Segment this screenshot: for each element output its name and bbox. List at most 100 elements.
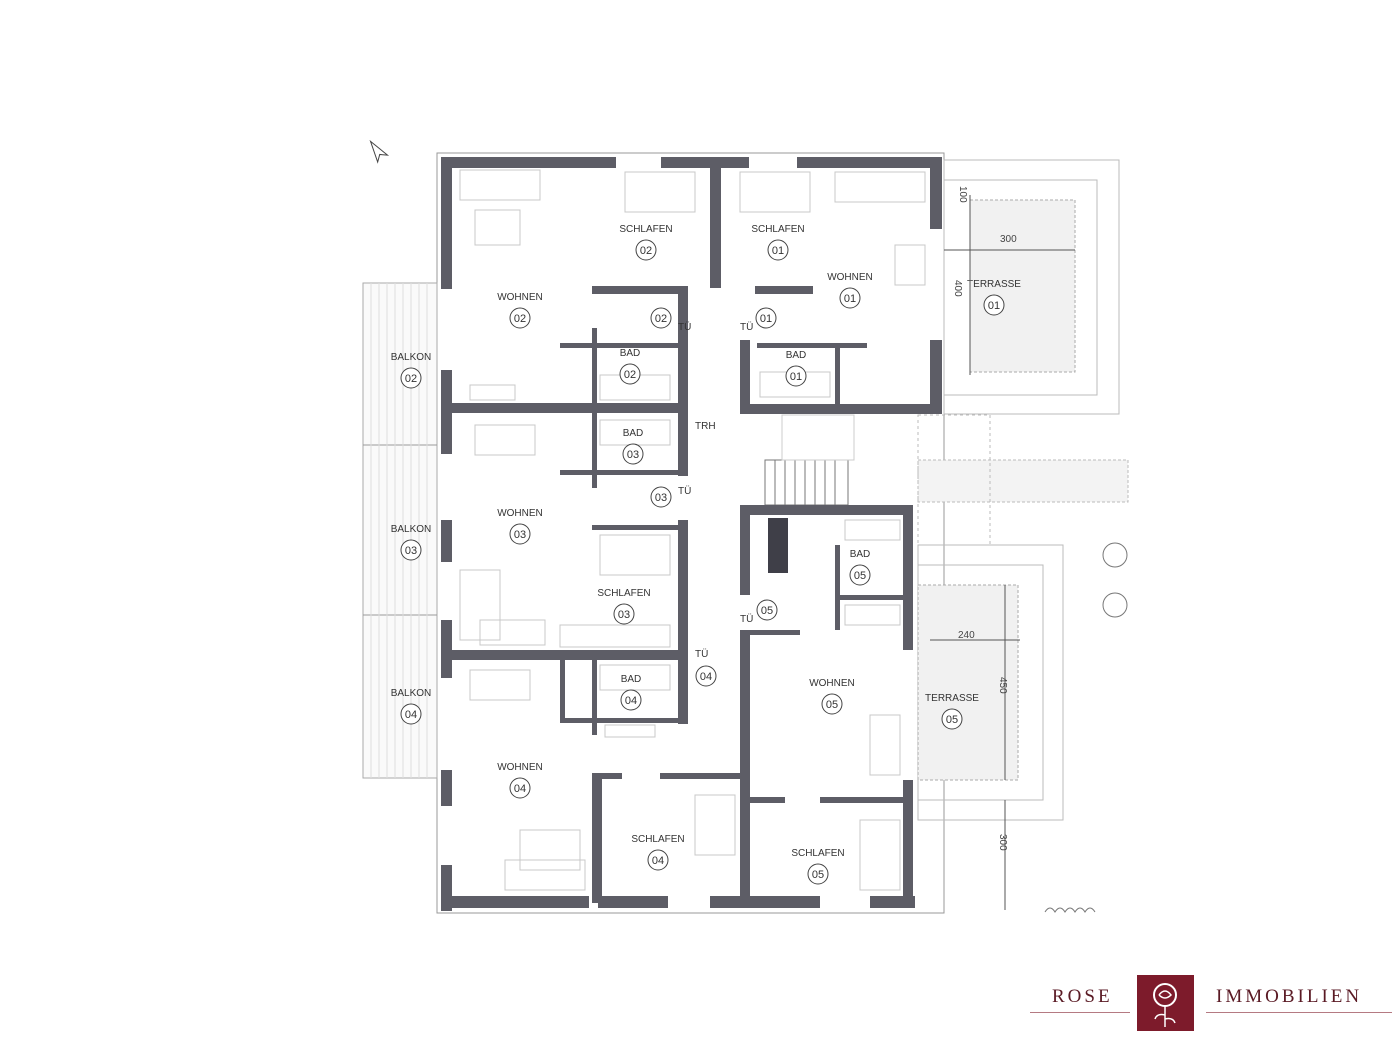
room-number-circle <box>620 689 642 711</box>
entrance-number: 01 <box>760 313 772 325</box>
room-name: BAD <box>620 348 641 359</box>
room-number: 04 <box>625 695 637 707</box>
balkon-04-label: BALKON 04 <box>391 688 432 725</box>
bad-04-label: BAD 04 <box>620 674 642 711</box>
room-name: BALKON <box>391 524 432 535</box>
dimension-400: 400 <box>952 280 963 297</box>
room-number-circle <box>619 363 641 385</box>
room-number: 03 <box>514 529 526 541</box>
room-number-circle <box>941 708 963 730</box>
room-number: 01 <box>790 371 802 383</box>
room-number: 02 <box>624 369 636 381</box>
room-number-circle <box>767 239 789 261</box>
room-number-circle <box>509 777 531 799</box>
entrance-marker <box>650 307 672 329</box>
room-number-circle <box>807 863 829 885</box>
room-name: TERRASSE <box>967 279 1021 290</box>
room-name: BALKON <box>391 688 432 699</box>
room-number-circle <box>622 443 644 465</box>
entrance-marker <box>755 307 777 329</box>
room-name: BAD <box>786 350 807 361</box>
room-labels: SCHLAFEN02SCHLAFEN01WOHNEN01WOHNEN02BAD0… <box>391 224 1021 885</box>
walls <box>441 157 942 911</box>
wohnen-03-label: WOHNEN 03 <box>497 508 543 545</box>
brand-word-right: IMMOBILIEN <box>1216 986 1363 1007</box>
balkon-03-label: BALKON 03 <box>391 524 432 561</box>
terrace-05-area <box>917 544 1064 821</box>
room-number-circle <box>839 287 861 309</box>
furniture <box>459 169 926 891</box>
room-name: BAD <box>850 549 871 560</box>
room-name: SCHLAFEN <box>791 848 844 859</box>
room-name: SCHLAFEN <box>631 834 684 845</box>
room-name: SCHLAFEN <box>619 224 672 235</box>
room-name: WOHNEN <box>827 272 873 283</box>
dimension-450: 450 <box>997 677 1008 694</box>
bad-02-label: BAD 02 <box>619 348 641 385</box>
schlafen-03-label: SCHLAFEN 03 <box>597 588 651 625</box>
bad-03-label: BAD 03 <box>622 428 644 465</box>
room-name: WOHNEN <box>497 762 543 773</box>
brand-logo: ROSE IMMOBILIEN <box>1030 970 1395 1040</box>
staircase <box>764 414 855 506</box>
schlafen-04-label: SCHLAFEN 04 <box>631 834 685 871</box>
stair-label: TRH <box>695 421 716 432</box>
dimension-300: 300 <box>1000 234 1017 245</box>
dimension-100: 100 <box>957 186 968 203</box>
wohnen-01-label: WOHNEN 01 <box>827 272 873 309</box>
room-number: 04 <box>514 783 526 795</box>
room-number: 03 <box>627 449 639 461</box>
room-number: 05 <box>946 714 958 726</box>
room-number: 01 <box>844 293 856 305</box>
room-number-circle <box>785 365 807 387</box>
balconies <box>362 282 438 779</box>
room-number-circle <box>400 367 422 389</box>
entrance-marker <box>650 486 672 508</box>
room-number-circle <box>647 849 669 871</box>
room-name: WOHNEN <box>809 678 855 689</box>
bad-01-label: BAD 01 <box>785 350 807 387</box>
room-name: BALKON <box>391 352 432 363</box>
entrance-number: 04 <box>700 671 712 683</box>
dimensions <box>930 195 1075 910</box>
brand-line-right <box>1206 1012 1392 1013</box>
door-tag: TÜ <box>740 613 753 625</box>
entrance-number: 03 <box>655 492 667 504</box>
entrance-number: 05 <box>761 605 773 617</box>
dimension-240: 240 <box>958 630 975 641</box>
room-number-circle <box>509 523 531 545</box>
room-number-circle <box>821 693 843 715</box>
terrace-01-area <box>943 159 1120 415</box>
room-number: 03 <box>405 545 417 557</box>
room-number: 04 <box>405 709 417 721</box>
brand-word-left: ROSE <box>1052 986 1113 1007</box>
door-tag: TÜ <box>678 485 691 497</box>
room-number-circle <box>400 703 422 725</box>
room-number: 04 <box>652 855 664 867</box>
room-number: 03 <box>618 609 630 621</box>
wohnen-04-label: WOHNEN 04 <box>497 762 543 799</box>
room-name: BAD <box>621 674 642 685</box>
door-tag: TÜ <box>678 321 691 333</box>
room-name: WOHNEN <box>497 508 543 519</box>
door-tag: TÜ <box>740 321 753 333</box>
room-name: SCHLAFEN <box>597 588 650 599</box>
rose-icon <box>1137 975 1194 1031</box>
room-name: BAD <box>623 428 644 439</box>
room-number: 05 <box>826 699 838 711</box>
entrance-marker <box>756 599 778 621</box>
room-number-circle <box>635 239 657 261</box>
room-number-circle <box>613 603 635 625</box>
dimension-300-bottom: 300 <box>997 834 1008 851</box>
room-number: 01 <box>772 245 784 257</box>
door-tag: TÜ <box>695 648 708 660</box>
north-arrow-icon <box>369 139 390 164</box>
